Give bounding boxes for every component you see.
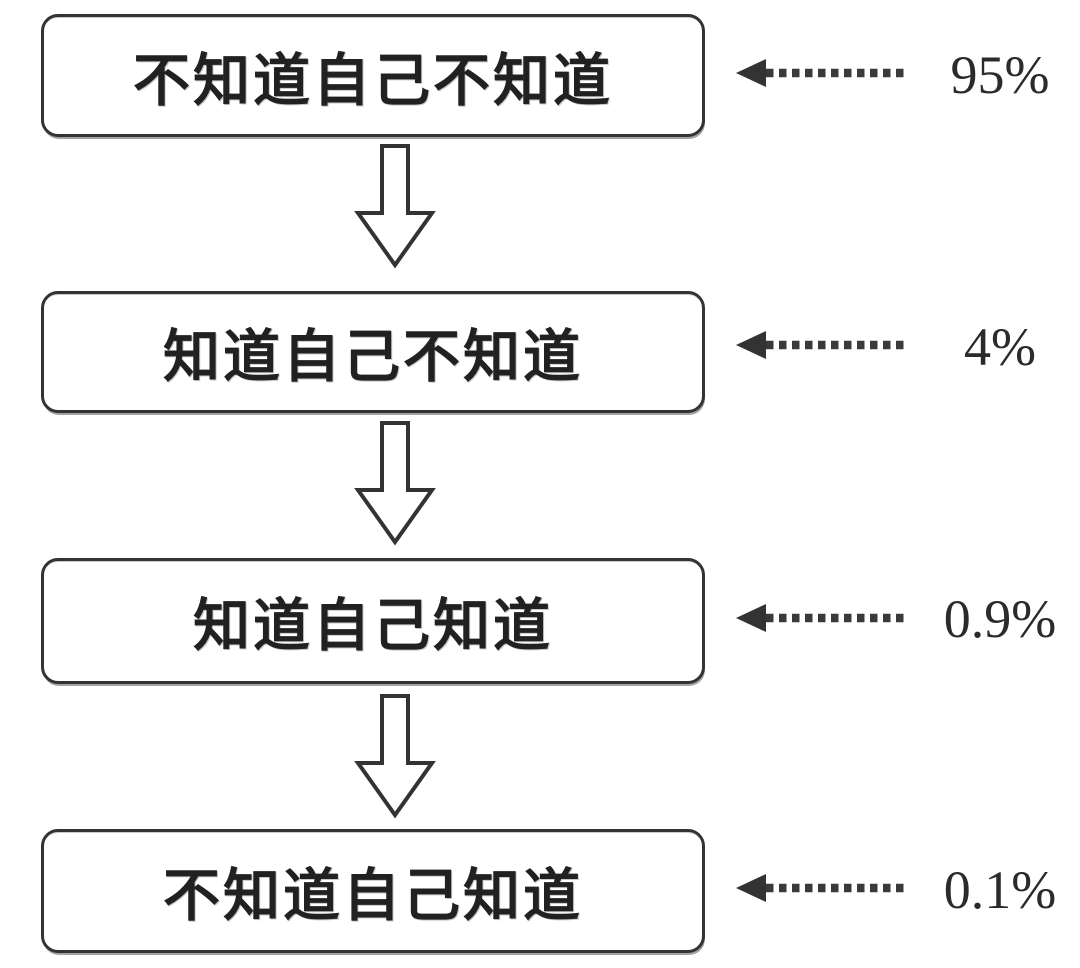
dotted-arrow-left-icon: [736, 874, 909, 902]
down-arrow-icon: [354, 144, 436, 269]
level-4-label: 不知道自己知道: [163, 865, 583, 928]
level-3-box: 知道自己知道: [41, 558, 705, 684]
level-1-box: 不知道自己不知道: [41, 14, 705, 137]
level-4-percentage: 0.1%: [943, 860, 1057, 920]
down-arrow-icon: [354, 421, 436, 546]
down-arrow-icon: [354, 694, 436, 819]
dotted-arrow-left-icon: [736, 59, 909, 87]
level-1-label: 不知道自己不知道: [133, 49, 613, 113]
level-3-percentage: 0.9%: [943, 589, 1057, 649]
level-4-box: 不知道自己知道: [41, 829, 705, 953]
level-1-percentage: 95%: [950, 45, 1050, 105]
level-2-percentage: 4%: [964, 317, 1036, 377]
dotted-arrow-left-icon: [736, 604, 909, 632]
level-2-box: 知道自己不知道: [41, 291, 705, 413]
dotted-arrow-left-icon: [736, 331, 909, 359]
level-3-label: 知道自己知道: [193, 595, 553, 658]
level-2-label: 知道自己不知道: [163, 326, 583, 389]
